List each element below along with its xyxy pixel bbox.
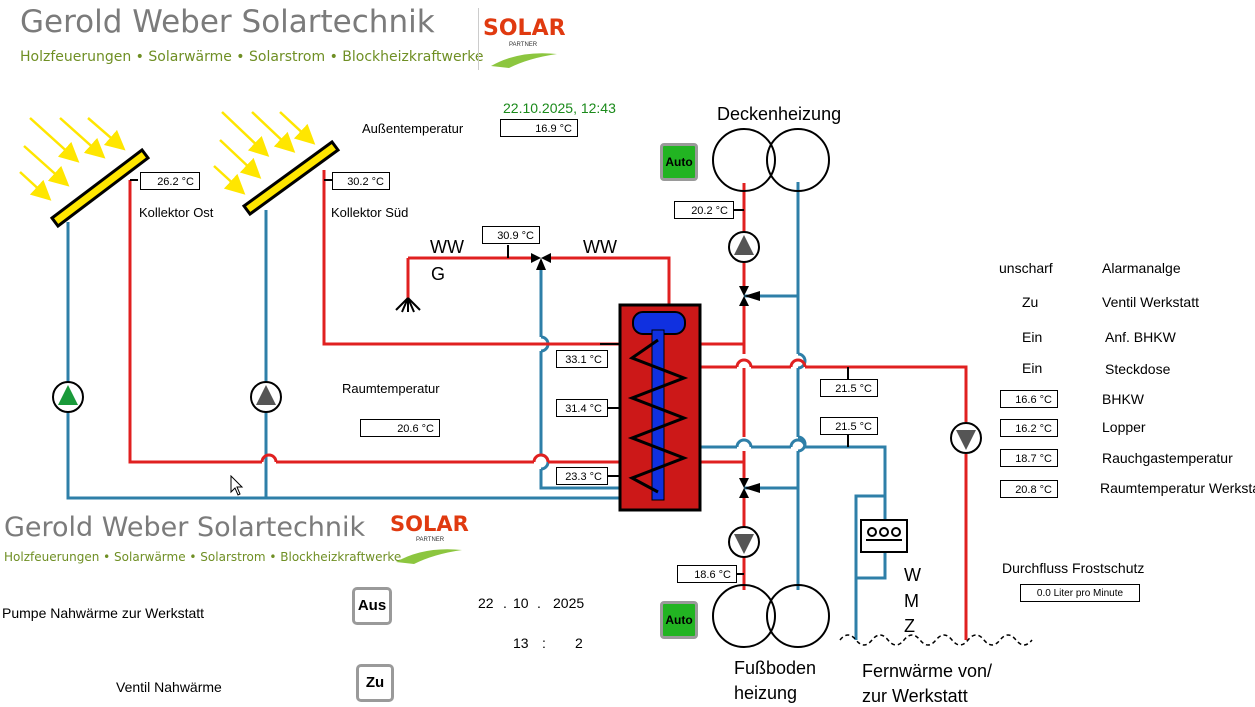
floor-heating-symbol — [712, 584, 830, 648]
clock-dot-2: . — [537, 595, 541, 611]
collector-east-panel — [49, 147, 151, 229]
floor-heating-label-1: Fußboden — [734, 658, 817, 678]
collector-east-temp: 26.2 °C — [140, 172, 200, 190]
temp-lopper-label: Lopper — [1102, 419, 1146, 435]
line-temp-lower: 21.5 °C — [820, 417, 878, 435]
valve-label: Ventil Nahwärme — [116, 679, 222, 695]
mixer-valve-ceiling — [739, 286, 760, 306]
pump-floor — [728, 526, 760, 558]
collector-south-label: Kollektor Süd — [331, 205, 409, 220]
clock-hour: 13 — [513, 635, 529, 651]
clock-month: 10 — [513, 595, 529, 611]
pump-toggle-button[interactable]: Aus — [352, 587, 392, 625]
mixer-valve-floor — [739, 478, 760, 498]
ww-right-label: WW — [583, 237, 617, 257]
clock-colon: : — [542, 635, 546, 651]
outdoor-temp-label: Außentemperatur — [362, 121, 464, 136]
floor-heating-label-2: heizung — [734, 683, 798, 703]
ww-left-label: WW — [430, 237, 464, 257]
pump-ceiling — [728, 231, 760, 263]
wmz-w: W — [904, 565, 921, 585]
district-label-2: zur Werkstatt — [862, 686, 968, 706]
status-state-alarm: unscharf — [999, 260, 1053, 276]
clock-dot-1: . — [503, 595, 507, 611]
room-temp-value: 20.6 °C — [360, 419, 440, 437]
status-name-alarm: Alarmanalge — [1102, 260, 1181, 276]
solar-partner-logo: SOLAR PARTNER — [478, 8, 567, 70]
status-state-bhkw: Ein — [1022, 329, 1043, 345]
collector-south-temp: 30.2 °C — [332, 172, 390, 190]
clock-minute: 2 — [575, 635, 583, 651]
ceiling-heating-label: Deckenheizung — [717, 104, 842, 124]
floor-heating-auto-button[interactable]: Auto — [660, 601, 698, 639]
pump-collector-south — [250, 381, 282, 413]
clock-day: 22 — [478, 595, 494, 611]
g-label: G — [431, 264, 446, 284]
temp-bhkw-label: BHKW — [1102, 391, 1144, 407]
status-state-socket: Ein — [1022, 360, 1043, 376]
ground-line — [839, 634, 1033, 646]
status-name-socket: Steckdose — [1105, 361, 1171, 377]
collector-south-panel — [241, 139, 341, 217]
temp-bhkw-value: 16.6 °C — [1000, 390, 1058, 408]
floor-heating-temp: 18.6 °C — [677, 565, 737, 583]
mixer-valve-ww — [531, 253, 551, 270]
mouse-cursor-icon — [230, 475, 244, 496]
frost-label: Durchfluss Frostschutz — [1002, 560, 1145, 576]
pump-label: Pumpe Nahwärme zur Werkstatt — [2, 605, 205, 621]
clock-year: 2025 — [553, 595, 585, 611]
wmz-m: M — [904, 591, 919, 611]
district-label-1: Fernwärme von/ — [862, 661, 993, 681]
shower-icon — [395, 297, 421, 313]
tank-temp-top: 33.1 °C — [556, 350, 608, 368]
tank-temp-bottom: 23.3 °C — [556, 467, 608, 485]
mixer-temp: 30.9 °C — [482, 226, 540, 244]
valve-toggle-button[interactable]: Zu — [356, 664, 394, 702]
ceiling-heating-symbol — [712, 128, 830, 192]
storage-tank — [618, 303, 702, 512]
pump-collector-east — [52, 381, 84, 413]
footer-brand-subtitle: Holzfeuerungen • Solarwärme • Solarstrom… — [4, 550, 402, 564]
wmz-z: Z — [904, 616, 915, 636]
sun-rays-south — [213, 111, 316, 195]
heat-meter-icon — [860, 519, 908, 553]
pump-district — [950, 422, 982, 454]
brand-subtitle: Holzfeuerungen • Solarwärme • Solarstrom… — [20, 49, 484, 65]
outdoor-temp-value: 16.9 °C — [500, 119, 578, 137]
sun-rays-east — [19, 117, 126, 201]
tank-temp-mid: 31.4 °C — [556, 399, 608, 417]
brand-title: Gerold Weber Solartechnik — [20, 4, 435, 40]
status-name-bhkw: Anf. BHKW — [1105, 329, 1176, 345]
collector-east-label: Kollektor Ost — [139, 205, 214, 220]
temp-flue-value: 18.7 °C — [1000, 449, 1058, 467]
footer-solar-partner-logo: SOLAR PARTNER — [386, 504, 470, 568]
temp-flue-label: Rauchgastemperatur — [1102, 450, 1233, 466]
status-state-valve: Zu — [1022, 294, 1039, 310]
temp-lopper-value: 16.2 °C — [1000, 419, 1058, 437]
status-name-valve: Ventil Werkstatt — [1102, 294, 1200, 310]
line-temp-upper: 21.5 °C — [820, 379, 878, 397]
ceiling-heating-auto-button[interactable]: Auto — [660, 143, 698, 181]
ceiling-heating-temp: 20.2 °C — [674, 201, 734, 219]
temp-workshop-label: Raumtemperatur Werkstatt — [1100, 480, 1255, 496]
temp-workshop-value: 20.8 °C — [1000, 480, 1058, 498]
datetime-label: 22.10.2025, 12:43 — [503, 100, 616, 116]
footer-brand-title: Gerold Weber Solartechnik — [4, 512, 366, 543]
room-temp-label: Raumtemperatur — [342, 381, 440, 396]
frost-value: 0.0 Liter pro Minute — [1020, 584, 1140, 602]
